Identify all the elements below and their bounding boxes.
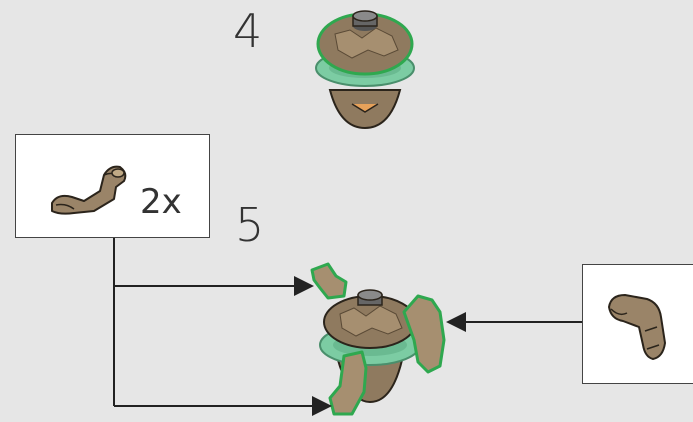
torso-assembly-step-5 [310,262,446,416]
parts-callout-arm [582,264,693,384]
step-number-5: 5 [235,198,265,252]
arm-part-icon [51,165,127,215]
step-number-4: 4 [233,4,263,58]
arm-part-icon [608,294,666,360]
parts-callout-2x-arm: 2x [15,134,210,238]
torso-assembly-step-4 [315,10,415,130]
arrow-icon [113,238,582,416]
part-quantity: 2x [140,182,182,222]
